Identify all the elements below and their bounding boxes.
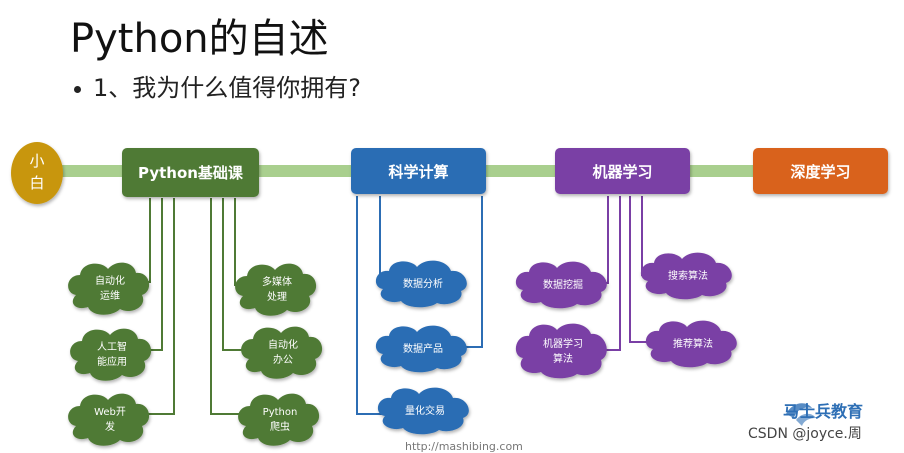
cloud-automation-ops: 自动化 运维 — [68, 262, 150, 315]
svg-text:搜索算法: 搜索算法 — [668, 269, 708, 282]
svg-text:自动化: 自动化 — [268, 338, 298, 351]
svg-text:办公: 办公 — [273, 353, 293, 366]
svg-text:数据产品: 数据产品 — [403, 342, 443, 355]
page-title: Python的自述 — [70, 16, 329, 62]
start-node: 小 白 — [11, 142, 63, 204]
bullet-dot-icon — [74, 85, 81, 93]
cloud-ai-applications: 人工智 能应用 — [70, 328, 152, 381]
svg-text:算法: 算法 — [553, 352, 573, 365]
svg-text:运维: 运维 — [100, 289, 120, 302]
stage-python-basics: Python基础课 — [122, 148, 259, 197]
watermark: CSDN @joyce.周 — [748, 426, 862, 442]
stage-scientific-computing: 科学计算 — [351, 148, 486, 194]
cloud-multimedia-processing: 多媒体 处理 — [235, 263, 317, 316]
svg-text:量化交易: 量化交易 — [405, 404, 445, 417]
stage-deep-learning: 深度学习 — [753, 148, 888, 194]
svg-text:科学计算: 科学计算 — [388, 163, 448, 181]
cloud-office-automation: 自动化 办公 — [241, 326, 323, 379]
svg-text:人工智: 人工智 — [97, 340, 127, 353]
cloud-data-analysis: 数据分析 — [375, 260, 467, 308]
cloud-data-products: 数据产品 — [375, 325, 467, 373]
svg-text:白: 白 — [29, 174, 44, 192]
svg-text:Python基础课: Python基础课 — [138, 164, 244, 182]
cloud-python-crawler: Python 爬虫 — [238, 393, 320, 446]
svg-text:发: 发 — [105, 420, 115, 433]
svg-text:爬虫: 爬虫 — [270, 421, 290, 433]
svg-text:能应用: 能应用 — [97, 355, 127, 368]
cloud-recommendation-algorithms: 推荐算法 — [645, 320, 737, 368]
svg-text:多媒体: 多媒体 — [262, 275, 292, 288]
svg-text:机器学习: 机器学习 — [592, 163, 652, 181]
cloud-quant-trading: 量化交易 — [377, 387, 469, 435]
svg-text:小: 小 — [29, 152, 44, 170]
svg-text:机器学习: 机器学习 — [543, 337, 583, 350]
svg-text:数据挖掘: 数据挖掘 — [543, 278, 583, 291]
svg-text:自动化: 自动化 — [95, 274, 125, 287]
svg-text:Python: Python — [263, 407, 298, 418]
cloud-web-development: Web开 发 — [68, 393, 150, 446]
stage-machine-learning: 机器学习 — [555, 148, 690, 194]
source-url: http://mashibing.com — [405, 440, 523, 453]
svg-text:Web开: Web开 — [94, 407, 126, 418]
brand-logo-text: 马士兵教育 — [783, 402, 864, 421]
svg-text:处理: 处理 — [267, 291, 287, 303]
cloud-search-algorithms: 搜索算法 — [640, 252, 732, 300]
bullet-point: 1、我为什么值得你拥有? — [74, 68, 361, 103]
svg-text:深度学习: 深度学习 — [790, 163, 850, 181]
cloud-data-mining: 数据挖掘 — [515, 261, 607, 309]
svg-text:推荐算法: 推荐算法 — [673, 337, 713, 350]
cloud-ml-algorithms: 机器学习 算法 — [515, 323, 607, 379]
svg-text:数据分析: 数据分析 — [403, 277, 443, 290]
bullet-text: 1、我为什么值得你拥有? — [93, 74, 362, 102]
logo-icon — [786, 403, 816, 426]
